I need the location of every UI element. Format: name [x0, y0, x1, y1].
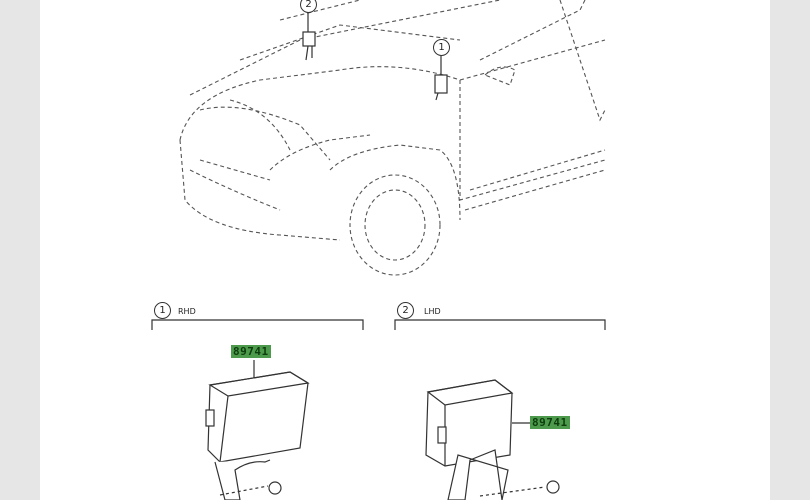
- section-number-2: 2: [397, 302, 414, 319]
- vehicle-drawing: [151, 0, 606, 500]
- callout-1-marker[interactable]: 1: [433, 39, 450, 56]
- part-number-link-lhd[interactable]: 89741: [530, 416, 570, 429]
- diagram-sheet: 2 1 1 RHD 89741 2 LHD 89741: [40, 0, 770, 500]
- section-label-rhd: RHD: [178, 307, 196, 316]
- section-number-1: 1: [154, 302, 171, 319]
- section-label-lhd: LHD: [424, 307, 441, 316]
- part-number-link-rhd[interactable]: 89741: [231, 345, 271, 358]
- callout-2-marker[interactable]: 2: [300, 0, 317, 13]
